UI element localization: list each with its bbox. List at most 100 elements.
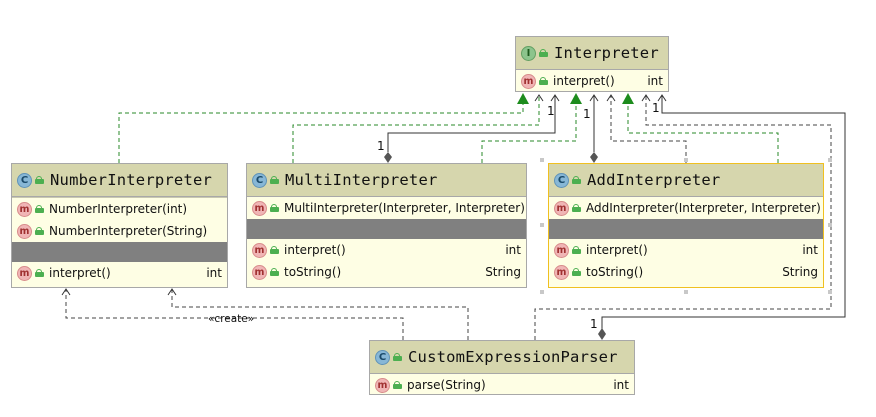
interface-icon: I	[521, 45, 536, 61]
method-signature: toString()	[586, 265, 644, 279]
selection-handle[interactable]	[828, 223, 832, 227]
multiplicity-label: 1	[377, 139, 385, 153]
dependency-add-to-interpreter[interactable]	[610, 95, 687, 163]
public-lock-icon	[572, 176, 581, 184]
return-type: String	[782, 265, 818, 279]
method-row[interactable]: m interpret() int	[549, 239, 823, 261]
multiplicity-label: 1	[590, 317, 598, 331]
public-lock-icon	[572, 268, 581, 276]
constructor-row[interactable]: m NumberInterpreter(int)	[12, 198, 227, 220]
realization-add-to-interpreter[interactable]	[627, 100, 779, 163]
class-interpreter[interactable]: I Interpreter m interpret() int	[515, 36, 669, 92]
return-type: int	[802, 243, 818, 257]
class-icon: C	[375, 349, 390, 365]
method-icon: m	[554, 264, 569, 280]
selection-handle[interactable]	[828, 290, 832, 294]
class-icon: C	[252, 172, 267, 188]
selection-handle[interactable]	[540, 158, 544, 162]
constructor-row[interactable]: m MultiInterpreter(Interpreter, Interpre…	[247, 197, 526, 219]
constructors-section: m NumberInterpreter(int) m NumberInterpr…	[12, 197, 227, 242]
create-dependency-arrow	[61, 288, 71, 296]
selection-handle[interactable]	[540, 223, 544, 227]
class-number-interpreter[interactable]: C NumberInterpreter m NumberInterpreter(…	[11, 163, 228, 288]
method-row[interactable]: m parse(String) int	[370, 374, 634, 396]
selection-handle[interactable]	[540, 290, 544, 294]
constructor-signature: AddInterpreter(Interpreter, Interpreter)	[586, 201, 821, 215]
dependency-parser-number-arrow	[167, 288, 177, 296]
method-icon: m	[252, 264, 267, 280]
realization-multi-right[interactable]	[481, 100, 577, 163]
method-icon: m	[17, 201, 32, 217]
public-lock-icon	[35, 205, 44, 213]
constructor-signature: MultiInterpreter(Interpreter, Interprete…	[284, 201, 525, 215]
class-header[interactable]: C NumberInterpreter	[12, 164, 227, 197]
fields-separator	[549, 219, 823, 239]
public-lock-icon	[572, 204, 581, 212]
method-icon: m	[252, 200, 267, 216]
method-row[interactable]: m interpret() int	[12, 262, 227, 284]
return-type: int	[647, 74, 663, 88]
constructor-signature: NumberInterpreter(int)	[49, 202, 188, 216]
public-lock-icon	[35, 227, 44, 235]
class-custom-expression-parser[interactable]: C CustomExpressionParser m parse(String)…	[369, 340, 635, 395]
public-lock-icon	[35, 269, 44, 277]
class-multi-interpreter[interactable]: C MultiInterpreter m MultiInterpreter(In…	[246, 163, 527, 288]
constructor-row[interactable]: m NumberInterpreter(String)	[12, 220, 227, 242]
method-icon: m	[554, 200, 569, 216]
create-dependency-parser-to-number[interactable]	[65, 289, 404, 340]
selection-handle[interactable]	[684, 290, 688, 294]
class-name: NumberInterpreter	[50, 171, 213, 189]
multiplicity-label: 1	[547, 104, 555, 118]
class-header[interactable]: C MultiInterpreter	[247, 164, 526, 197]
multiplicity-label: 1	[652, 101, 660, 115]
constructor-row[interactable]: m AddInterpreter(Interpreter, Interprete…	[549, 197, 823, 219]
public-lock-icon	[270, 246, 279, 254]
public-lock-icon	[393, 381, 402, 389]
aggregation-multi-to-interpreter[interactable]	[387, 95, 556, 152]
public-lock-icon	[539, 49, 548, 57]
return-type: int	[613, 378, 629, 392]
method-icon: m	[521, 73, 536, 89]
public-lock-icon	[393, 353, 402, 361]
public-lock-icon	[270, 204, 279, 212]
class-header[interactable]: I Interpreter	[516, 37, 668, 70]
return-type: int	[206, 266, 222, 280]
method-row[interactable]: m toString() String	[247, 261, 526, 283]
aggregation-parser-arrow	[657, 94, 667, 102]
method-row[interactable]: m interpret() int	[516, 70, 668, 92]
dependency-add-arrow	[606, 94, 616, 102]
method-row[interactable]: m interpret() int	[247, 239, 526, 261]
class-header[interactable]: C CustomExpressionParser	[370, 341, 634, 374]
aggregation-diamond-multi	[384, 152, 392, 163]
public-lock-icon	[35, 176, 44, 184]
aggregation-parser-to-interpreter[interactable]	[601, 95, 846, 329]
class-header[interactable]: C AddInterpreter	[549, 164, 823, 197]
realization-arrowhead-number	[517, 93, 529, 104]
class-icon: C	[554, 172, 569, 188]
realization-multi-to-interpreter[interactable]	[292, 95, 540, 163]
method-icon: m	[252, 242, 267, 258]
selection-handle[interactable]	[828, 158, 832, 162]
method-icon: m	[554, 242, 569, 258]
fields-separator	[12, 242, 227, 262]
selection-handle[interactable]	[684, 158, 688, 162]
aggregation-diamond-parser	[598, 328, 606, 340]
method-icon: m	[17, 265, 32, 281]
dependency-parser-to-interpreter[interactable]	[534, 95, 832, 340]
method-icon: m	[375, 377, 390, 393]
realization-number-to-interpreter[interactable]	[118, 100, 524, 163]
return-type: int	[505, 243, 521, 257]
dependency-parser-arrow	[641, 94, 651, 102]
class-name: AddInterpreter	[587, 171, 721, 189]
public-lock-icon	[572, 246, 581, 254]
class-name: MultiInterpreter	[285, 171, 438, 189]
public-lock-icon	[270, 268, 279, 276]
class-icon: C	[17, 172, 32, 188]
dependency-parser-to-number[interactable]	[171, 289, 469, 340]
return-type: String	[485, 265, 521, 279]
method-row[interactable]: m toString() String	[549, 261, 823, 283]
method-signature: interpret()	[284, 243, 346, 257]
class-add-interpreter[interactable]: C AddInterpreter m AddInterpreter(Interp…	[548, 163, 824, 288]
multiplicity-label: 1	[583, 107, 591, 121]
method-signature: interpret()	[586, 243, 648, 257]
